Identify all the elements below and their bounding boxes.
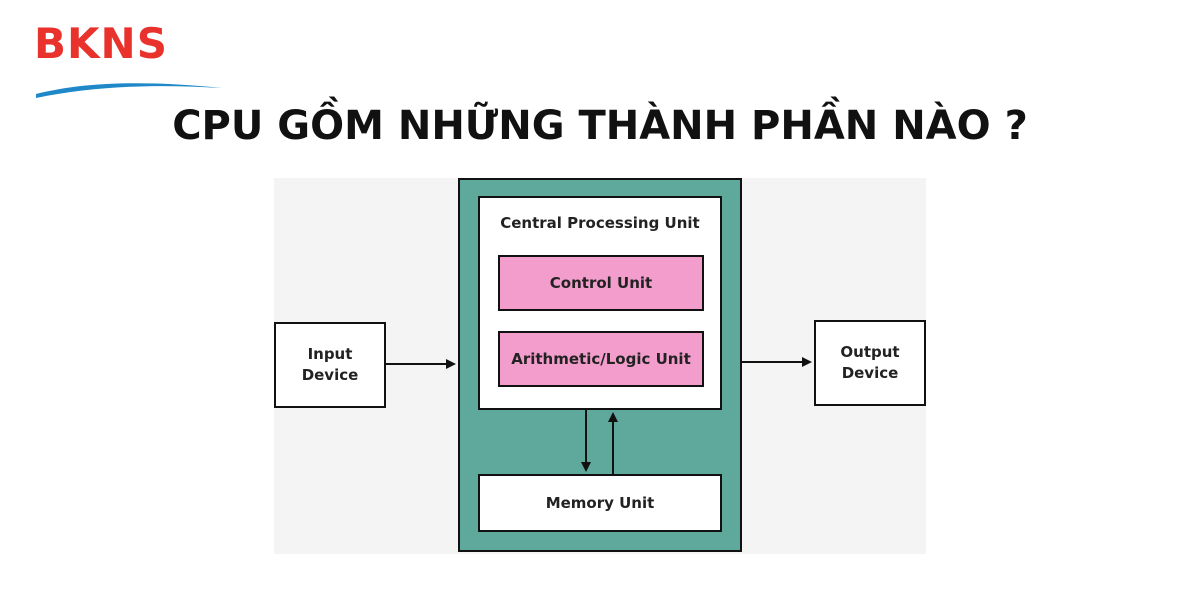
output-device-label: Output Device <box>840 343 900 382</box>
cpu-diagram: Central Processing Unit Control Unit Ari… <box>274 178 926 554</box>
bkns-logo: BKNS <box>34 19 234 98</box>
cpu-label: Central Processing Unit <box>500 214 700 232</box>
memory-unit-label: Memory Unit <box>545 493 655 512</box>
logo-wave-icon <box>36 83 222 98</box>
alu-label: Arithmetic/Logic Unit <box>511 349 691 368</box>
page-title: CPU GỒM NHỮNG THÀNH PHẦN NÀO ? <box>172 103 1028 149</box>
logo-text: BKNS <box>34 19 168 68</box>
output-device-box: Output Device <box>814 320 926 406</box>
diagram-arrows <box>386 357 812 474</box>
control-unit-label: Control Unit <box>549 273 653 292</box>
input-device-label: Input Device <box>301 345 359 384</box>
input-device-box: Input Device <box>274 322 386 408</box>
control-unit-box: Control Unit <box>498 255 704 311</box>
alu-box: Arithmetic/Logic Unit <box>498 331 704 387</box>
memory-unit-box: Memory Unit <box>478 474 722 532</box>
